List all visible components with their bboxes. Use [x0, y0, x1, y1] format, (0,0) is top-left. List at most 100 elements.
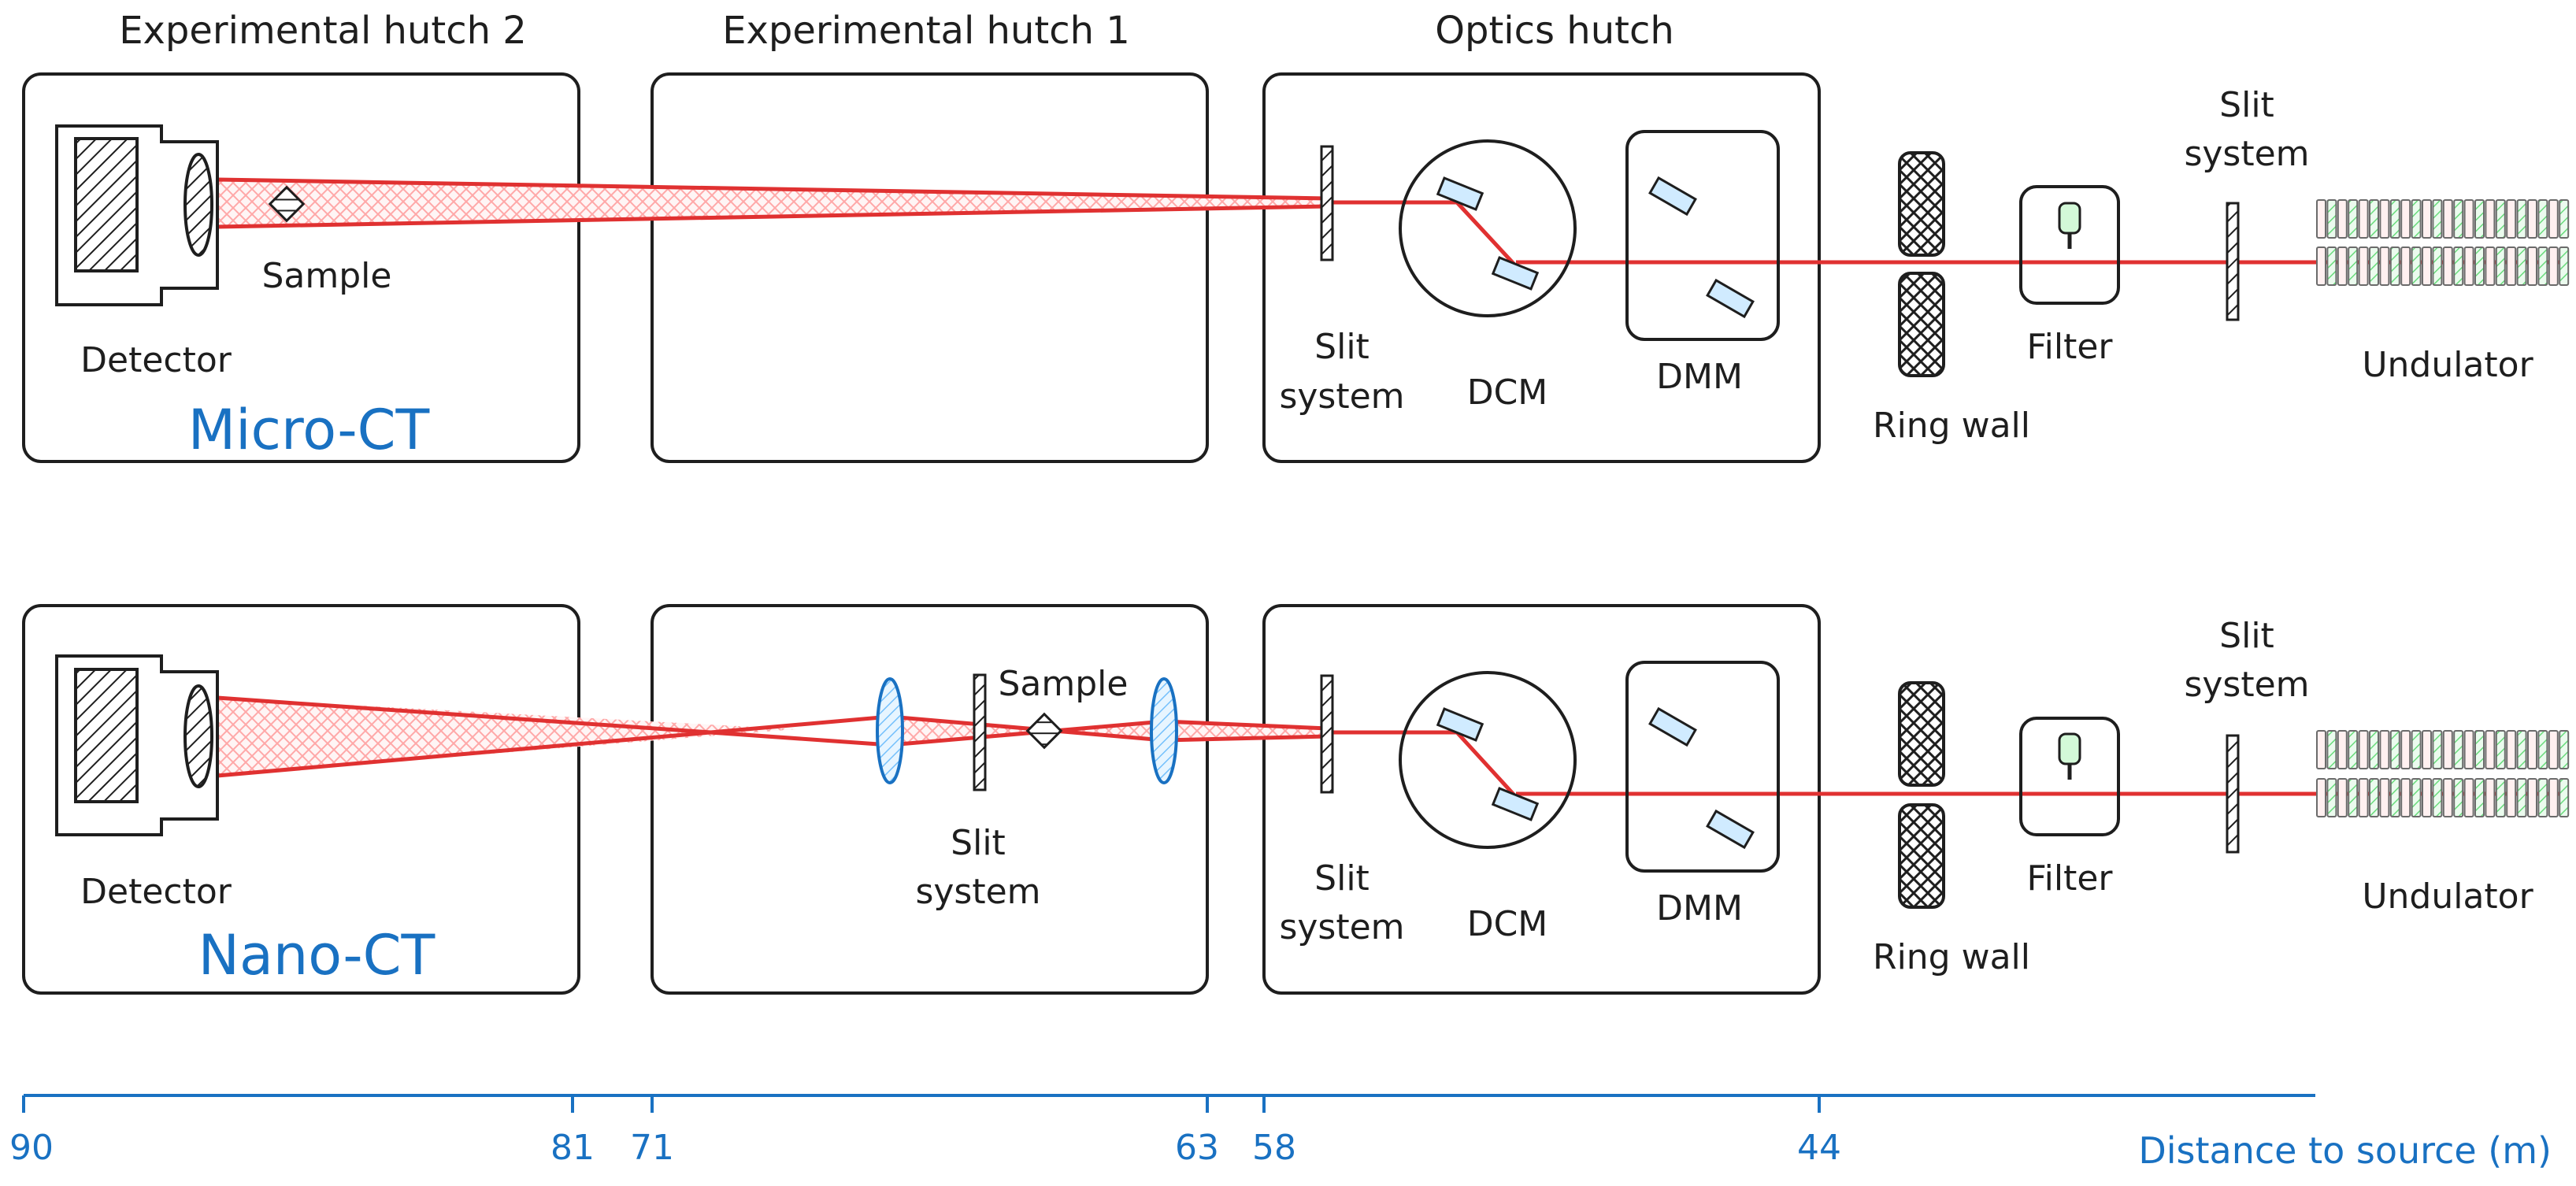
exp1-hutch-box	[650, 72, 1209, 463]
undulator-magnet	[2537, 246, 2548, 286]
distance-axis: 90 81 71 63 58 44 Distance to source (m)	[9, 1094, 2552, 1172]
undulator-magnet	[2474, 246, 2485, 286]
undulator-magnet	[2442, 778, 2453, 817]
undulator-magnet	[2326, 246, 2337, 286]
undulator-magnet	[2506, 778, 2517, 817]
undulator-magnet	[2527, 778, 2537, 817]
exp-slit-system-label-1: Slit	[951, 823, 1006, 863]
axis-tick: 71	[630, 1095, 674, 1168]
undulator-magnet	[2548, 778, 2559, 817]
undulator-magnet	[2527, 246, 2537, 286]
undulator-magnet	[2400, 730, 2411, 769]
optics-hutch-box	[1262, 604, 1821, 995]
dcm-icon	[1399, 139, 1577, 317]
undulator-magnet	[2548, 199, 2559, 239]
undulator-magnet	[2348, 246, 2359, 286]
detector-label: Detector	[80, 872, 232, 912]
undulator-magnet	[2474, 730, 2485, 769]
undulator-magnet	[2411, 778, 2422, 817]
undulator-magnet	[2422, 246, 2432, 286]
micro-ct-row: Sample Detector Micro-CT Slit system DCM…	[22, 72, 2570, 463]
undulator-magnet	[2389, 730, 2400, 769]
lens-icon	[1150, 677, 1178, 784]
undulator-magnet	[2516, 778, 2527, 817]
slit-system-label-2: system	[1279, 907, 1404, 947]
undulator-magnet	[2474, 199, 2485, 239]
slit-system-2-label-1: Slit	[2219, 85, 2274, 125]
undulator-magnet	[2463, 730, 2474, 769]
undulator-magnet	[2400, 246, 2411, 286]
dmm-icon	[1625, 661, 1780, 873]
axis-tick: 58	[1252, 1095, 1296, 1168]
undulator-magnet	[2442, 246, 2453, 286]
axis-tick: 81	[550, 1095, 595, 1168]
undulator-magnet	[2389, 778, 2400, 817]
detector-label: Detector	[80, 340, 232, 380]
undulator-magnet	[2453, 199, 2464, 239]
ring-wall-label: Ring wall	[1873, 937, 2030, 977]
undulator-magnet	[2516, 730, 2527, 769]
undulator-label: Undulator	[2362, 877, 2533, 917]
slit-system-2-icon	[2226, 202, 2240, 321]
undulator-magnet	[2495, 730, 2506, 769]
hutch-title-optics: Optics hutch	[1435, 9, 1674, 53]
beam-cone	[1044, 721, 1164, 740]
undulator-magnet	[2348, 199, 2359, 239]
micro-ct-title: Micro-CT	[188, 398, 430, 462]
undulator-magnet	[2358, 730, 2369, 769]
undulator-magnet	[2326, 778, 2337, 817]
undulator-magnet	[2516, 199, 2527, 239]
nano-ct-row: Detector Nano-CT Sample Slit system Slit…	[22, 604, 2570, 995]
undulator-magnet	[2442, 730, 2453, 769]
undulator-magnet	[2422, 778, 2432, 817]
filter-icon	[2019, 185, 2120, 305]
undulator-magnet	[2506, 730, 2517, 769]
undulator-magnet	[2400, 778, 2411, 817]
filter-label: Filter	[2027, 327, 2114, 367]
dcm-icon	[1399, 671, 1577, 849]
sample-icon	[268, 185, 306, 223]
undulator-magnet	[2358, 199, 2369, 239]
undulator-magnet	[2389, 246, 2400, 286]
undulator-magnet	[2326, 730, 2337, 769]
undulator-magnet	[2537, 199, 2548, 239]
undulator-magnet	[2379, 778, 2390, 817]
undulator-magnet	[2485, 246, 2496, 286]
undulator-magnet	[2463, 246, 2474, 286]
dcm-label: DCM	[1467, 904, 1548, 944]
nano-ct-title: Nano-CT	[198, 923, 436, 988]
slit-system-icon	[1320, 674, 1334, 794]
undulator-magnet	[2316, 778, 2326, 817]
undulator-magnet	[2369, 778, 2379, 817]
undulator-magnet	[2442, 199, 2453, 239]
slit-system-label-2: system	[1279, 376, 1404, 417]
undulator-magnet	[2379, 730, 2390, 769]
hutch-title-exp2: Experimental hutch 2	[119, 9, 527, 53]
undulator-magnet	[2369, 246, 2379, 286]
undulator-magnet	[2348, 730, 2359, 769]
undulator-magnet	[2548, 730, 2559, 769]
undulator-magnet	[2337, 199, 2348, 239]
axis-tick-label: 58	[1252, 1128, 1296, 1168]
undulator-magnet	[2506, 246, 2517, 286]
lens-icon	[876, 677, 904, 784]
undulator-magnet	[2485, 778, 2496, 817]
undulator-magnet	[2474, 778, 2485, 817]
undulator-magnet	[2358, 778, 2369, 817]
axis-tick: 63	[1175, 1095, 1219, 1168]
ring-wall-icon	[1898, 681, 1945, 909]
beam-cone	[217, 180, 1328, 227]
undulator-magnet	[2379, 199, 2390, 239]
dmm-label: DMM	[1656, 357, 1743, 397]
undulator-magnet	[2422, 199, 2432, 239]
exp1-hutch-box	[650, 604, 1209, 995]
undulator-magnet	[2559, 199, 2570, 239]
undulator-magnet	[2337, 730, 2348, 769]
sample-label: Sample	[262, 256, 392, 296]
axis-tick: 90	[9, 1095, 54, 1168]
axis-tick-label: 63	[1175, 1128, 1219, 1168]
beam-cone	[217, 698, 795, 776]
undulator-magnet	[2358, 246, 2369, 286]
undulator-magnet	[2527, 199, 2537, 239]
